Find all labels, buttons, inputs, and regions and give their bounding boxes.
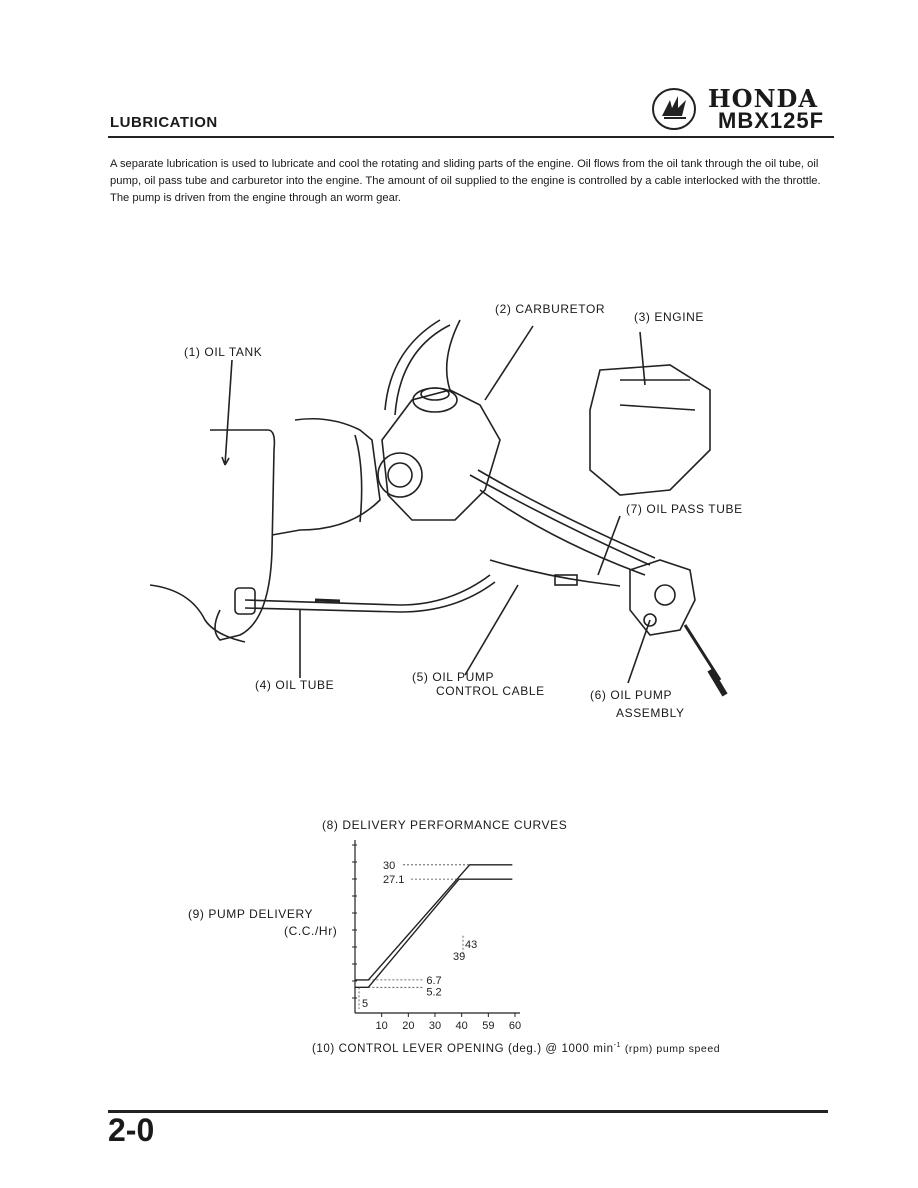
- model-name: MBX125F: [718, 108, 825, 133]
- chart-annotation-label: 27.1: [383, 874, 404, 886]
- chart-x-tick-label: 59: [482, 1020, 494, 1032]
- chart-x-tick-label: 40: [456, 1020, 468, 1032]
- label-oil-tank: (1) OIL TANK: [184, 345, 263, 359]
- chart-ylabel-2: (C.C./Hr): [284, 924, 338, 938]
- chart-series-line-2: [355, 878, 513, 989]
- lubrication-diagram: (1) OIL TANK (2) CARBURETOR (3) ENGINE (…: [149, 290, 790, 730]
- label-engine: (3) ENGINE: [634, 310, 705, 324]
- delivery-performance-chart: (8) DELIVERY PERFORMANCE CURVES (9) PUMP…: [150, 810, 790, 1070]
- label-oil-pass-tube: (7) OIL PASS TUBE: [626, 502, 743, 516]
- intro-paragraph: A separate lubrication is used to lubric…: [110, 158, 821, 204]
- header-rule: [108, 136, 834, 138]
- chart-x-tick-label: 20: [402, 1020, 414, 1032]
- carburetor-drawing: [381, 389, 501, 521]
- chart-annotation-label: 43: [465, 939, 477, 951]
- chart-xlabel-1: (10) CONTROL LEVER OPENING (deg.) @ 1000…: [312, 1042, 614, 1055]
- label-oil-pump-control-cable-2: CONTROL CABLE: [436, 684, 545, 698]
- chart-title: (8) DELIVERY PERFORMANCE CURVES: [322, 818, 568, 832]
- chart-annotation-label: 6.7: [426, 975, 441, 987]
- chart-ylabel-1: (9) PUMP DELIVERY: [188, 907, 314, 921]
- oil-pump-drawing: [629, 559, 696, 636]
- brand-name: HONDA: [708, 84, 818, 113]
- section-title: LUBRICATION: [110, 114, 218, 131]
- chart-annotation-label: 5.2: [426, 986, 441, 998]
- engine-drawing: [589, 364, 711, 496]
- oil-tube-drawing: [244, 574, 491, 606]
- chart-annotation-label: 30: [383, 860, 395, 872]
- chart-x-tick-label: 10: [376, 1020, 388, 1032]
- chart-xlabel: (10) CONTROL LEVER OPENING (deg.) @ 1000…: [312, 1042, 720, 1055]
- label-oil-pump-assembly-2: ASSEMBLY: [616, 706, 685, 720]
- chart-annotation-label: 5: [362, 998, 368, 1010]
- chart-annotation-label: 39: [453, 951, 465, 963]
- footer-rule: [108, 1110, 828, 1113]
- chart-xlabel-2: (rpm) pump speed: [624, 1042, 721, 1055]
- chart-x-tick-label: 60: [509, 1020, 521, 1032]
- chart-series-line-1: [355, 864, 513, 981]
- control-cable-drawing: [489, 559, 621, 587]
- label-oil-pump-assembly-1: (6) OIL PUMP: [590, 688, 673, 702]
- honda-wing-logo: [650, 86, 702, 132]
- label-oil-pump-control-cable-1: (5) OIL PUMP: [412, 670, 495, 684]
- oil-pass-tube-drawing: [469, 474, 651, 566]
- label-oil-tube: (4) OIL TUBE: [255, 678, 335, 692]
- chart-xlabel-sup: -1: [613, 1042, 622, 1049]
- label-carburetor: (2) CARBURETOR: [495, 302, 606, 316]
- chart-x-tick-label: 30: [429, 1020, 441, 1032]
- page-number: 2-0: [108, 1112, 155, 1148]
- intake-boot-drawing: [271, 417, 381, 536]
